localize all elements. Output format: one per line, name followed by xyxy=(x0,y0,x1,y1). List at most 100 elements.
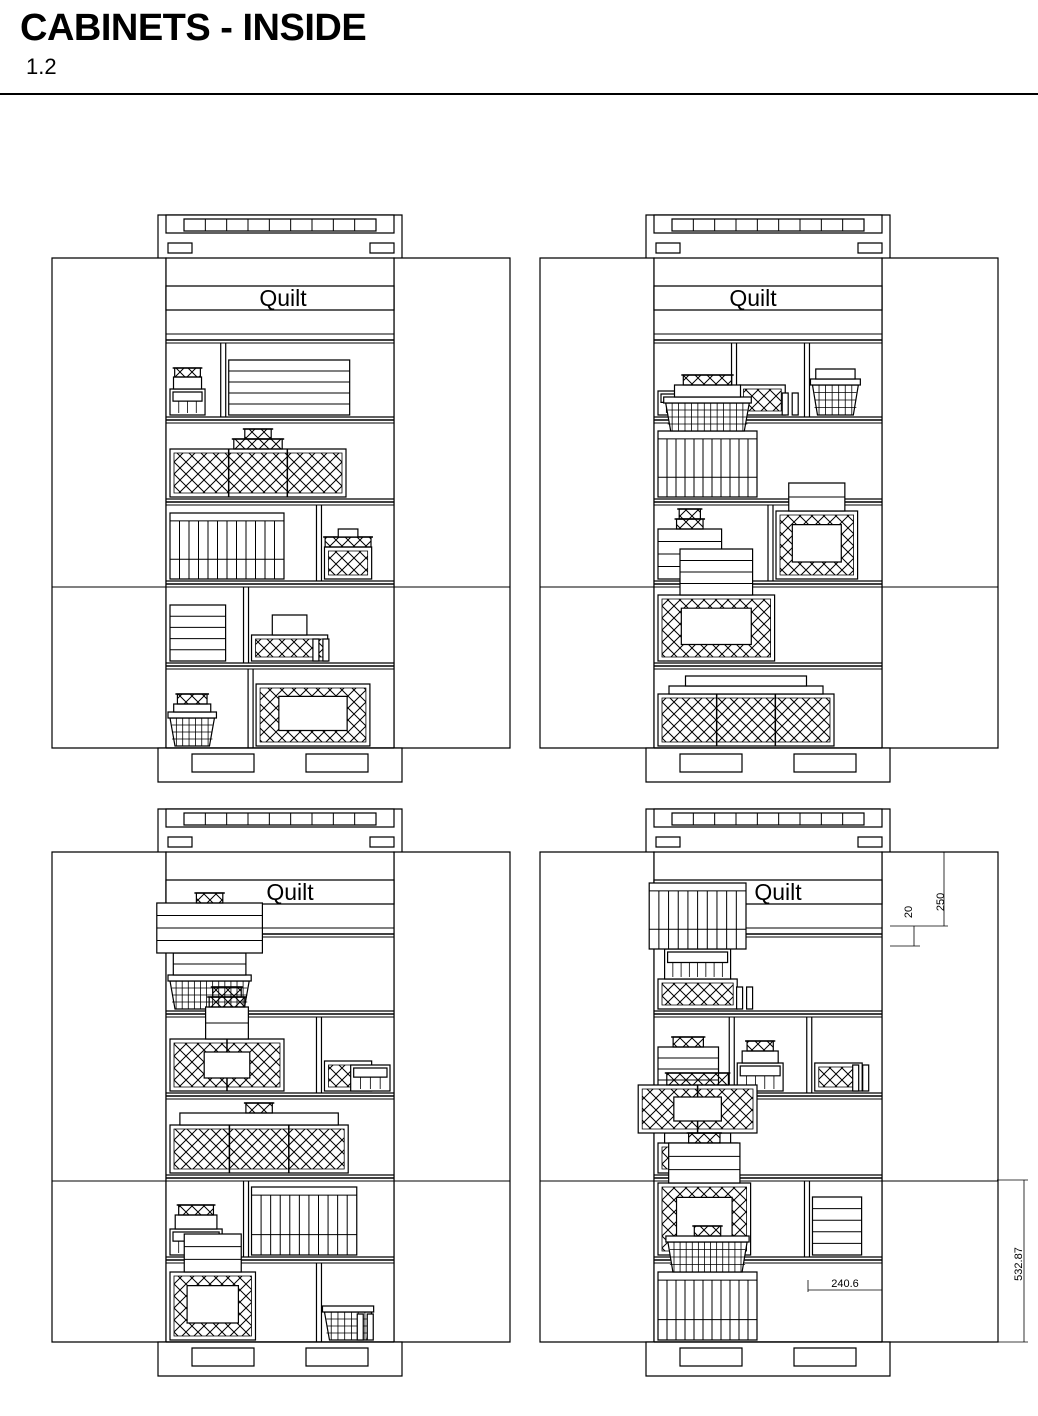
crown-slots xyxy=(184,219,376,231)
crate-hatch xyxy=(662,983,733,1005)
box-item xyxy=(173,953,246,975)
filecrate-item xyxy=(658,431,757,497)
door-left xyxy=(540,852,654,1342)
base-drawer-left xyxy=(192,1348,254,1366)
box-outline xyxy=(338,529,358,537)
base-drawer-left xyxy=(192,754,254,772)
box-item xyxy=(812,1197,861,1255)
crate-panel xyxy=(792,525,841,562)
rods-item xyxy=(853,1065,869,1091)
box-item xyxy=(816,369,855,379)
basket-item xyxy=(675,519,706,529)
base-drawer-right xyxy=(794,754,856,772)
crosscrate-item xyxy=(658,979,737,1009)
box-item xyxy=(669,686,823,694)
elevation-top-left: Quilt xyxy=(52,215,510,782)
crosscrate-item xyxy=(324,547,371,579)
basket-item xyxy=(194,893,224,903)
wirebasket-item xyxy=(666,1236,749,1272)
box-outline xyxy=(229,360,350,415)
filecrate-item xyxy=(252,1187,357,1255)
basket-item xyxy=(745,1041,775,1051)
shelf xyxy=(166,584,394,663)
filecrate-item xyxy=(170,513,284,579)
box-outline xyxy=(174,704,211,712)
basket-item xyxy=(677,509,702,519)
shelf xyxy=(166,666,394,748)
crown-slots xyxy=(184,813,376,825)
basket-item xyxy=(687,1133,722,1143)
crosscrate-item xyxy=(170,449,346,497)
small-basket xyxy=(689,1133,720,1143)
crown-vent-left xyxy=(656,243,680,253)
small-basket xyxy=(679,509,700,519)
filecrate-item xyxy=(658,1272,757,1340)
crate-hatch xyxy=(662,698,830,742)
quilt-label: Quilt xyxy=(729,285,777,311)
rod xyxy=(367,1314,373,1340)
shelf xyxy=(649,883,882,1011)
box-item xyxy=(675,385,741,397)
box-item xyxy=(669,1143,740,1183)
dimension-annotations: 250 20 532.87 240.6 xyxy=(808,852,1028,1342)
wirebasket-item xyxy=(664,397,752,431)
rod xyxy=(737,987,743,1009)
box-item xyxy=(272,615,307,635)
small-basket xyxy=(213,987,241,997)
basket-item xyxy=(177,1205,216,1215)
quilt-label: Quilt xyxy=(754,879,802,905)
box-outline xyxy=(180,1113,338,1125)
shelf xyxy=(166,1096,394,1175)
small-basket xyxy=(234,439,282,449)
small-basket xyxy=(209,997,245,1007)
crosscrate-item xyxy=(776,511,858,579)
small-basket xyxy=(246,1103,272,1113)
file-outline xyxy=(658,431,757,497)
crosscrate-item xyxy=(658,694,834,746)
door-right xyxy=(394,852,510,1342)
box-item xyxy=(742,1051,778,1063)
crate-item xyxy=(351,1065,390,1091)
elevation-top-right: Quilt xyxy=(540,215,998,782)
box-outline xyxy=(669,686,823,694)
crate-item xyxy=(170,389,205,415)
small-basket xyxy=(179,1205,214,1215)
crate-panel xyxy=(279,696,347,730)
box-item xyxy=(338,529,358,537)
door-left xyxy=(540,258,654,748)
box-outline xyxy=(812,1197,861,1255)
box-item xyxy=(686,676,807,686)
rod xyxy=(853,1065,859,1091)
box-item xyxy=(206,1007,249,1039)
page-title: CABINETS - INSIDE xyxy=(20,7,367,49)
header-rule xyxy=(0,93,1038,95)
crate-panel xyxy=(681,608,751,644)
crate-hatch xyxy=(328,551,367,575)
rod xyxy=(357,1314,363,1340)
file-outline xyxy=(658,1272,757,1340)
box-outline xyxy=(184,1234,241,1272)
basket-item xyxy=(323,537,373,547)
box-item xyxy=(184,1234,241,1272)
rods-item xyxy=(782,393,798,415)
small-basket xyxy=(677,519,704,529)
rods-item xyxy=(313,639,329,661)
basket-item xyxy=(692,1226,722,1236)
crosscrate-item xyxy=(638,1085,757,1133)
basket-item xyxy=(175,694,209,704)
basket-rim xyxy=(168,975,251,981)
crate-panel xyxy=(187,1286,238,1323)
crown-slots xyxy=(672,219,864,231)
crown-vent-right xyxy=(858,243,882,253)
crosscrate-item xyxy=(170,1039,284,1091)
wirebasket-item xyxy=(168,712,216,746)
dimension-250: 250 xyxy=(935,893,947,911)
shelf xyxy=(654,375,882,499)
filecrate-item xyxy=(649,883,746,949)
elevation-bottom-right: Quilt xyxy=(540,809,998,1376)
basket-item xyxy=(671,1037,705,1047)
small-basket xyxy=(245,429,271,439)
rod xyxy=(323,639,329,661)
crown-vent-right xyxy=(370,243,394,253)
